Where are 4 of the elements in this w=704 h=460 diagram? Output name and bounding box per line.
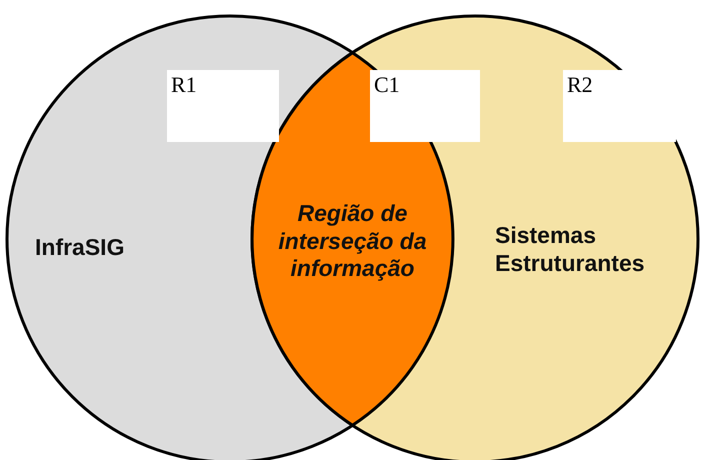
region-text: InfraSIG bbox=[35, 234, 126, 262]
region-text: Sistemas Estruturantes bbox=[495, 222, 646, 278]
region-text: Região de interseção da informação bbox=[277, 200, 428, 283]
region-label: R2 bbox=[563, 70, 676, 142]
